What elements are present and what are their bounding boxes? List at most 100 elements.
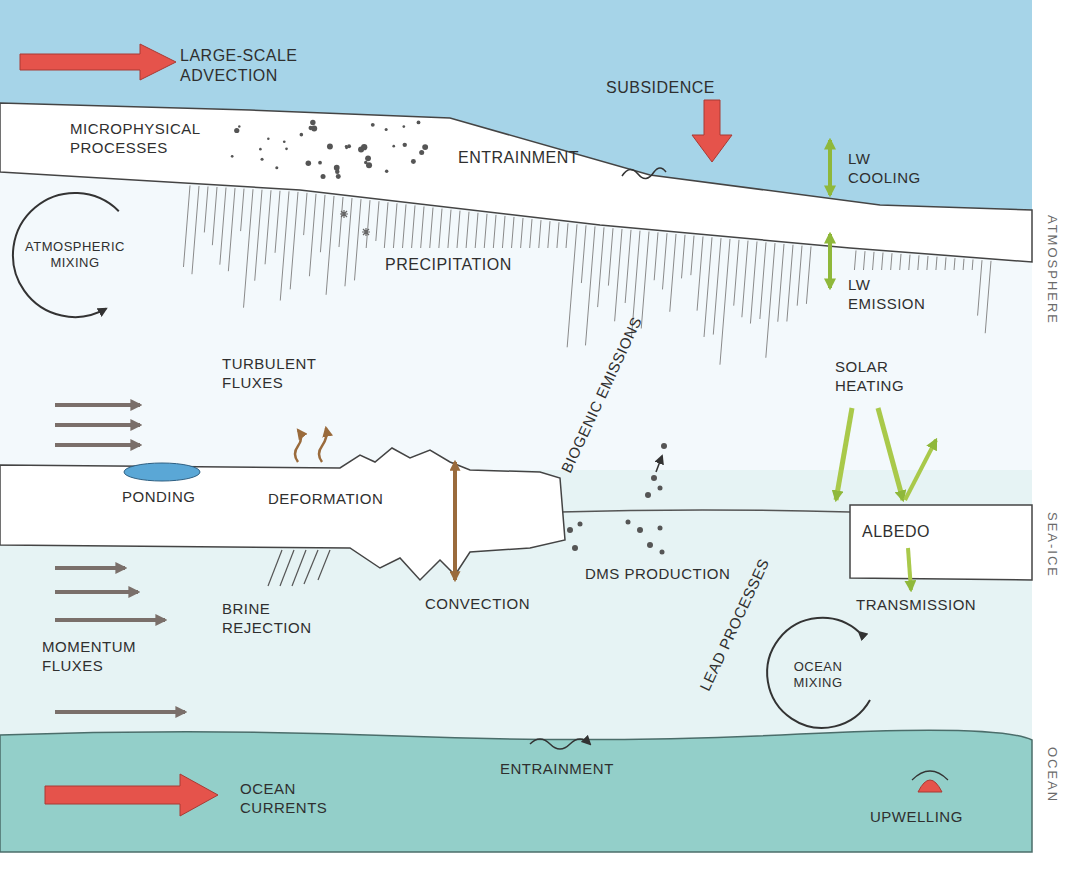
cloud-particle (318, 161, 322, 165)
cloud-particle (402, 125, 405, 128)
process-label: LW EMISSION (848, 276, 948, 314)
precipitation-streak (625, 230, 631, 303)
microphysics-dots (231, 120, 428, 179)
process-label: BIOGENIC EMISSIONS (558, 314, 647, 476)
process-label: TURBULENT FLUXES (222, 355, 337, 393)
cloud-particle (403, 143, 407, 147)
precipitation-streak (354, 199, 361, 280)
cloud-particle (231, 155, 234, 158)
precipitation-streak (863, 251, 865, 270)
precipitation-streak (760, 242, 766, 319)
precipitation-streak (290, 192, 298, 289)
precipitation-streak (228, 188, 235, 271)
precipitation-streak (212, 187, 217, 245)
process-label: DEFORMATION (268, 490, 383, 509)
sea-ice-floe (0, 448, 565, 580)
precipitation-streak (183, 185, 190, 267)
flux-arrow (295, 430, 301, 462)
process-label: LARGE-SCALE ADVECTION (180, 46, 315, 86)
precipitation-streak (662, 233, 667, 289)
process-label: OCEAN CURRENTS (240, 780, 350, 818)
precipitation-streak (778, 244, 784, 322)
precipitation-streak (484, 214, 487, 248)
process-label: ATMOSPHERIC MIXING (25, 239, 125, 272)
precipitation-streak (439, 209, 442, 248)
precipitation-streak (691, 236, 694, 276)
precipitation-streak (457, 211, 460, 248)
process-label: ENTRAINMENT (500, 760, 614, 779)
process-label: UPWELLING (870, 808, 963, 827)
cloud-particle (365, 155, 371, 161)
transmission-arrow (908, 548, 911, 590)
cloud-particle (392, 145, 395, 148)
precipitation-streak (797, 246, 802, 306)
cloud-particle (259, 148, 262, 151)
cloud-particle (311, 126, 317, 132)
cloud-particle (285, 148, 288, 151)
precipitation-streak (204, 186, 208, 232)
precipitation-streak (309, 194, 316, 276)
atmosphere-ground (0, 0, 1032, 480)
cloud-particle (417, 120, 421, 124)
cloud-particle (327, 143, 333, 149)
entrainment-swirl (530, 739, 590, 749)
cloud-layer (0, 103, 1032, 262)
cloud-particle (335, 170, 340, 175)
cloud-particle (419, 150, 424, 155)
lead-surface (560, 510, 850, 512)
process-label: SUBSIDENCE (606, 78, 715, 98)
process-label: LW COOLING (848, 150, 933, 188)
precipitation-streak (192, 186, 199, 274)
precipitation-streak (734, 240, 739, 306)
cloud-particle (411, 159, 416, 164)
precipitation-streak (430, 208, 433, 248)
precipitation-streak (891, 253, 892, 270)
precipitation-streak (304, 193, 307, 235)
precipitation-streak (742, 241, 748, 318)
precipitation-streak (326, 196, 334, 295)
upwelling-symbol (912, 771, 948, 780)
precipitation-streak (787, 245, 793, 322)
layer-label: SEA-ICE (1044, 512, 1060, 578)
layer-label: ATMOSPHERE (1044, 215, 1060, 325)
precipitation-streak (265, 190, 271, 264)
process-label: DMS PRODUCTION (585, 565, 730, 584)
wind-arrows (55, 405, 140, 445)
precipitation-streak (567, 224, 577, 347)
cloud-particle (267, 137, 270, 140)
precipitation-streak (539, 220, 541, 248)
process-label: CONVECTION (425, 595, 530, 614)
precipitation-streak (566, 223, 568, 248)
precipitation-streak (750, 241, 757, 323)
cloud-particle (283, 140, 286, 143)
reflected-arrow (905, 440, 936, 500)
precipitation-streak (403, 204, 406, 248)
lw-arrow (828, 140, 832, 195)
cloud-particle (306, 161, 312, 167)
precipitation-streak (697, 236, 703, 310)
precipitation-streak (900, 254, 901, 270)
cloud-particle (366, 162, 372, 168)
cloud-particle (321, 174, 326, 179)
precipitation-streak (493, 215, 496, 248)
process-label: PONDING (122, 488, 196, 507)
cloud-particle (385, 128, 388, 131)
precipitation-streak (466, 212, 469, 248)
precipitation-streak (854, 250, 856, 270)
precipitation-streak (376, 201, 379, 241)
cloud-particle (422, 144, 428, 150)
process-label: PRECIPITATION (385, 255, 512, 275)
process-label: ALBEDO (862, 522, 930, 542)
precipitation-streak (448, 210, 451, 248)
process-label: ENTRAINMENT (458, 148, 579, 168)
cloud-particle (347, 144, 351, 148)
precipitation-streak (670, 234, 676, 312)
layer-label: OCEAN (1044, 747, 1060, 803)
entrainment-swirl (622, 168, 666, 179)
precipitation-streak (936, 257, 937, 270)
precipitation-streak (384, 202, 388, 248)
upwelling-symbol (918, 780, 942, 792)
precipitation-streak (641, 232, 649, 329)
current-arrow (45, 774, 218, 816)
precipitation-streak (585, 226, 595, 345)
